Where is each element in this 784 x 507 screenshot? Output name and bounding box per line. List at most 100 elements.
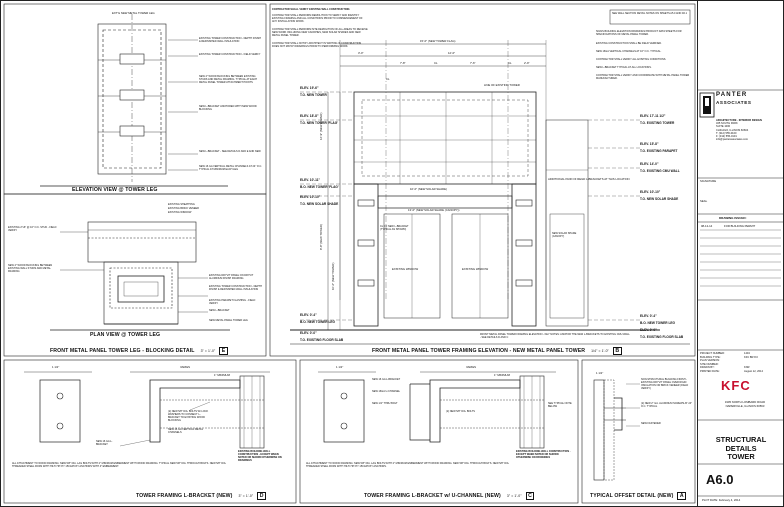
c-typical: SEE TYPICAL NOTE BELOW [548, 402, 572, 409]
client-logo: KFC [721, 378, 751, 393]
panel-frame-detail-d [3, 359, 297, 504]
lvl-r-12: T.O. EXISTING FLOOR SLAB [640, 335, 684, 339]
signature-label: SIGNATURE [700, 179, 717, 183]
d-min: 1" MINIMUM [214, 373, 230, 377]
note-leg-1: EXISTING TOWER CONSTRUCTION - DEPTH FINI… [199, 37, 261, 44]
lvl-l-7: ELEV. 10'-10" [300, 195, 321, 199]
c-min: 1" MINIMUM [494, 373, 510, 377]
panel-frame-detail-a [581, 359, 696, 504]
plot-date: PLOT DATE: February 4, 2014 [702, 498, 741, 502]
title-block-lines [697, 89, 784, 497]
lvl-l-4: T.O. NEW TOWER 'FLAG' [300, 121, 338, 125]
panel-frame-blocking-detail [3, 193, 267, 357]
note-plan-1: EXISTING 2"x6" @ 16" O.C. STUD - FIELD V… [8, 226, 57, 233]
a-dim: 1 1/2" [596, 371, 604, 375]
plan-tower-leg-drawing [50, 221, 230, 331]
project-info-key: PLAN VERSION: [700, 359, 720, 363]
dim-2-9: 2'-9" [524, 61, 530, 65]
note-plan-7: EXISTING TOWER CONSTRUCTION - DEPTH FINI… [209, 285, 263, 292]
lvl-r-1: ELEV. 17'-11 1/2" [640, 114, 666, 118]
lvl-l-6: B.O. NEW TOWER 'FLAG' [300, 185, 339, 189]
d-bracket: NEW 16 GA L-BRACKET [96, 440, 113, 447]
dim-7-8: 7'-8" [400, 61, 406, 65]
lvl-r-8: T.O. NEW SOLAR SHADE [640, 197, 679, 201]
note-leg-4: NEW L-BRACKET ANCHORED WITH NEW WOOD BLO… [199, 105, 257, 112]
lvl-r-11: ELEV. 0'-0" [640, 328, 657, 332]
note-plan-3: EXISTING BRICK VENEER [168, 207, 199, 210]
lvl-l-5: ELEV. 10'-11" [300, 178, 321, 182]
dim-3: 3'-0" [358, 51, 364, 55]
panel-frame-detail-c [299, 359, 579, 504]
center-note-2: CONTRACTOR SHALL PERFORM DEMOLITION TO V… [272, 14, 363, 24]
dim-cl-1: CL [434, 61, 438, 65]
project-info-key: PRINTED DATE: [700, 369, 720, 373]
note-box-wall-section: SEE WALL SECTION DETAIL NOTES ON SHEETS … [612, 12, 687, 15]
vdim-1: 12'-9" (NEW TOWER) [319, 112, 323, 140]
issue-date: 08-12-14 [701, 224, 713, 228]
c-bracket: NEW 16 GA L-BRACKET [372, 378, 401, 381]
lvl-r-2: T.O. EXISTING TOWER [640, 121, 675, 125]
project-info-value: 1404 [744, 352, 750, 355]
lvl-r-3: ELEV. 15'-8" [640, 142, 659, 146]
lvl-r-10: B.O. NEW TOWER LEG [640, 321, 676, 325]
title-plan-view: PLAN VIEW @ TOWER LEG [90, 332, 161, 338]
right-note-6: CONTRACTOR SHALL VERIFY AND COORDINATE W… [596, 74, 690, 81]
title-block [697, 0, 784, 507]
lvl-l-3: ELEV. 18'-8" [300, 114, 319, 118]
firm-logo-icon [699, 92, 715, 118]
d-bolts: (2) NEW 5/8" DIA. BOLTS W/ LOCK WASHERS … [168, 410, 209, 423]
right-note-1: SIGNS BUILDING ELEVATION DRAWINGS PRODUC… [596, 30, 682, 37]
callout-window-2: EXISTING WINDOW [462, 267, 489, 271]
project-info-value: KFC BR 8.0 [744, 355, 758, 359]
callout-extra-brackets: ADDITIONAL PAIR OF REGD L-BRACKETS AT TH… [548, 177, 630, 181]
project-info-row: SITE NUMBER: [700, 363, 782, 367]
note-leg-3: NEW 4" WOOD BLOCKING BETWEEN EXISTING ST… [199, 75, 258, 85]
detail-a-drawing [593, 379, 640, 481]
note-plan-9: NEW L-BRACKET [209, 309, 230, 312]
right-note-5: NEW L-BRACKET TYPICAL AT ALL LOCATIONS. [596, 66, 652, 69]
project-info-row: PRINTED DATE: August 12, 2014 [700, 370, 782, 374]
callout-cl-bracket: CL OF NEW L-BRACKET (TYPICAL AS SHOWN) [380, 225, 409, 232]
note-plan-5: NEW 4" WOOD BLOCKING BETWEEN EXISTING WA… [8, 264, 53, 274]
note-plan-6: EXISTING DRYVIT PANEL ON DRYVIT ALUMINUM… [209, 274, 254, 281]
c-notes: ALL ATTACHMENT TO WOOD FRAMING: NEW 5/8"… [306, 462, 510, 469]
title-blocking-detail: FRONT METAL PANEL TOWER LEG - BLOCKING D… [50, 347, 228, 355]
sheet-title: STRUCTURAL DETAILS TOWER [715, 435, 767, 462]
panel-frame-main-elevation [269, 3, 696, 357]
c-dim: 1 1/2" [336, 365, 344, 369]
dim-tower-flag: 15'-0" (NEW TOWER FLAG) [420, 39, 456, 43]
lvl-l-12: T.O. EXISTING FLOOR SLAB [300, 338, 344, 342]
drawing-issued-label: DRAWING ISSUED: [719, 216, 747, 220]
seal-label: SEAL [700, 199, 708, 203]
title-detail-d: TOWER FRAMING L-BRACKET (NEW)3" = 1'-0"D [136, 492, 267, 500]
note-plan-10: NEW METAL PANEL TOWER LEG [209, 319, 248, 322]
d-varies: VARIES [180, 365, 191, 369]
note-leg-6: NEW 16 GA VERTICAL METAL CHANNELS AT 24"… [199, 165, 263, 172]
vdim-3: 10'-6" (NEW TOWER) [331, 262, 335, 290]
d-notes: ALL ATTACHMENT TO WOOD FRAMING: NEW 5/8"… [12, 462, 227, 469]
lvl-l-8: T.O. NEW SOLAR SHADE [300, 202, 339, 206]
a-fastener: NEW FASTENER [641, 422, 661, 425]
project-info-key: BUILDING TYPE: [700, 355, 721, 359]
project-info-row: PLAN VERSION: [700, 359, 782, 363]
tag-tower-leg: EXT'G NEW METAL TOWER LEG [112, 11, 155, 15]
callout-line-of-tower: LINE OF EXISTING TOWER [484, 83, 520, 87]
d-existing-wall: EXISTING BUILDING WALL CONSTRUCTION - EX… [238, 450, 282, 463]
lvl-l-1: ELEV. 19'-6" [300, 86, 319, 90]
lvl-l-10: B.O. NEW TOWER LEG [300, 320, 336, 324]
project-info-row: PROJECT NUMBER:1404 [700, 352, 782, 356]
lvl-l-9: ELEV. 0'-4" [300, 313, 317, 317]
project-info-value: August 12, 2014 [744, 369, 763, 373]
lvl-r-7: ELEV. 10'-10" [640, 190, 661, 194]
center-note-3: CONTRACTOR SHALL PERFORM SITE DEMOLITION… [272, 28, 368, 38]
d-channels: NEW 16 GA VERTICAL METAL CHANNELS [168, 428, 204, 435]
c-thru-bolt: NEW 1/2" THRU BOLT [372, 402, 398, 405]
elev-bottom-note: FRONT METAL PANEL TOWER FRAMING ELEVATIO… [480, 333, 630, 340]
project-info-row: DRAWN BY:KNR [700, 366, 782, 370]
sheet-number: A6.0 [706, 472, 734, 487]
lvl-l-11: ELEV. 0'-0" [300, 331, 317, 335]
note-leg-2: EXISTING TOWER CONSTRUCTION - FIELD VERI… [199, 53, 261, 56]
